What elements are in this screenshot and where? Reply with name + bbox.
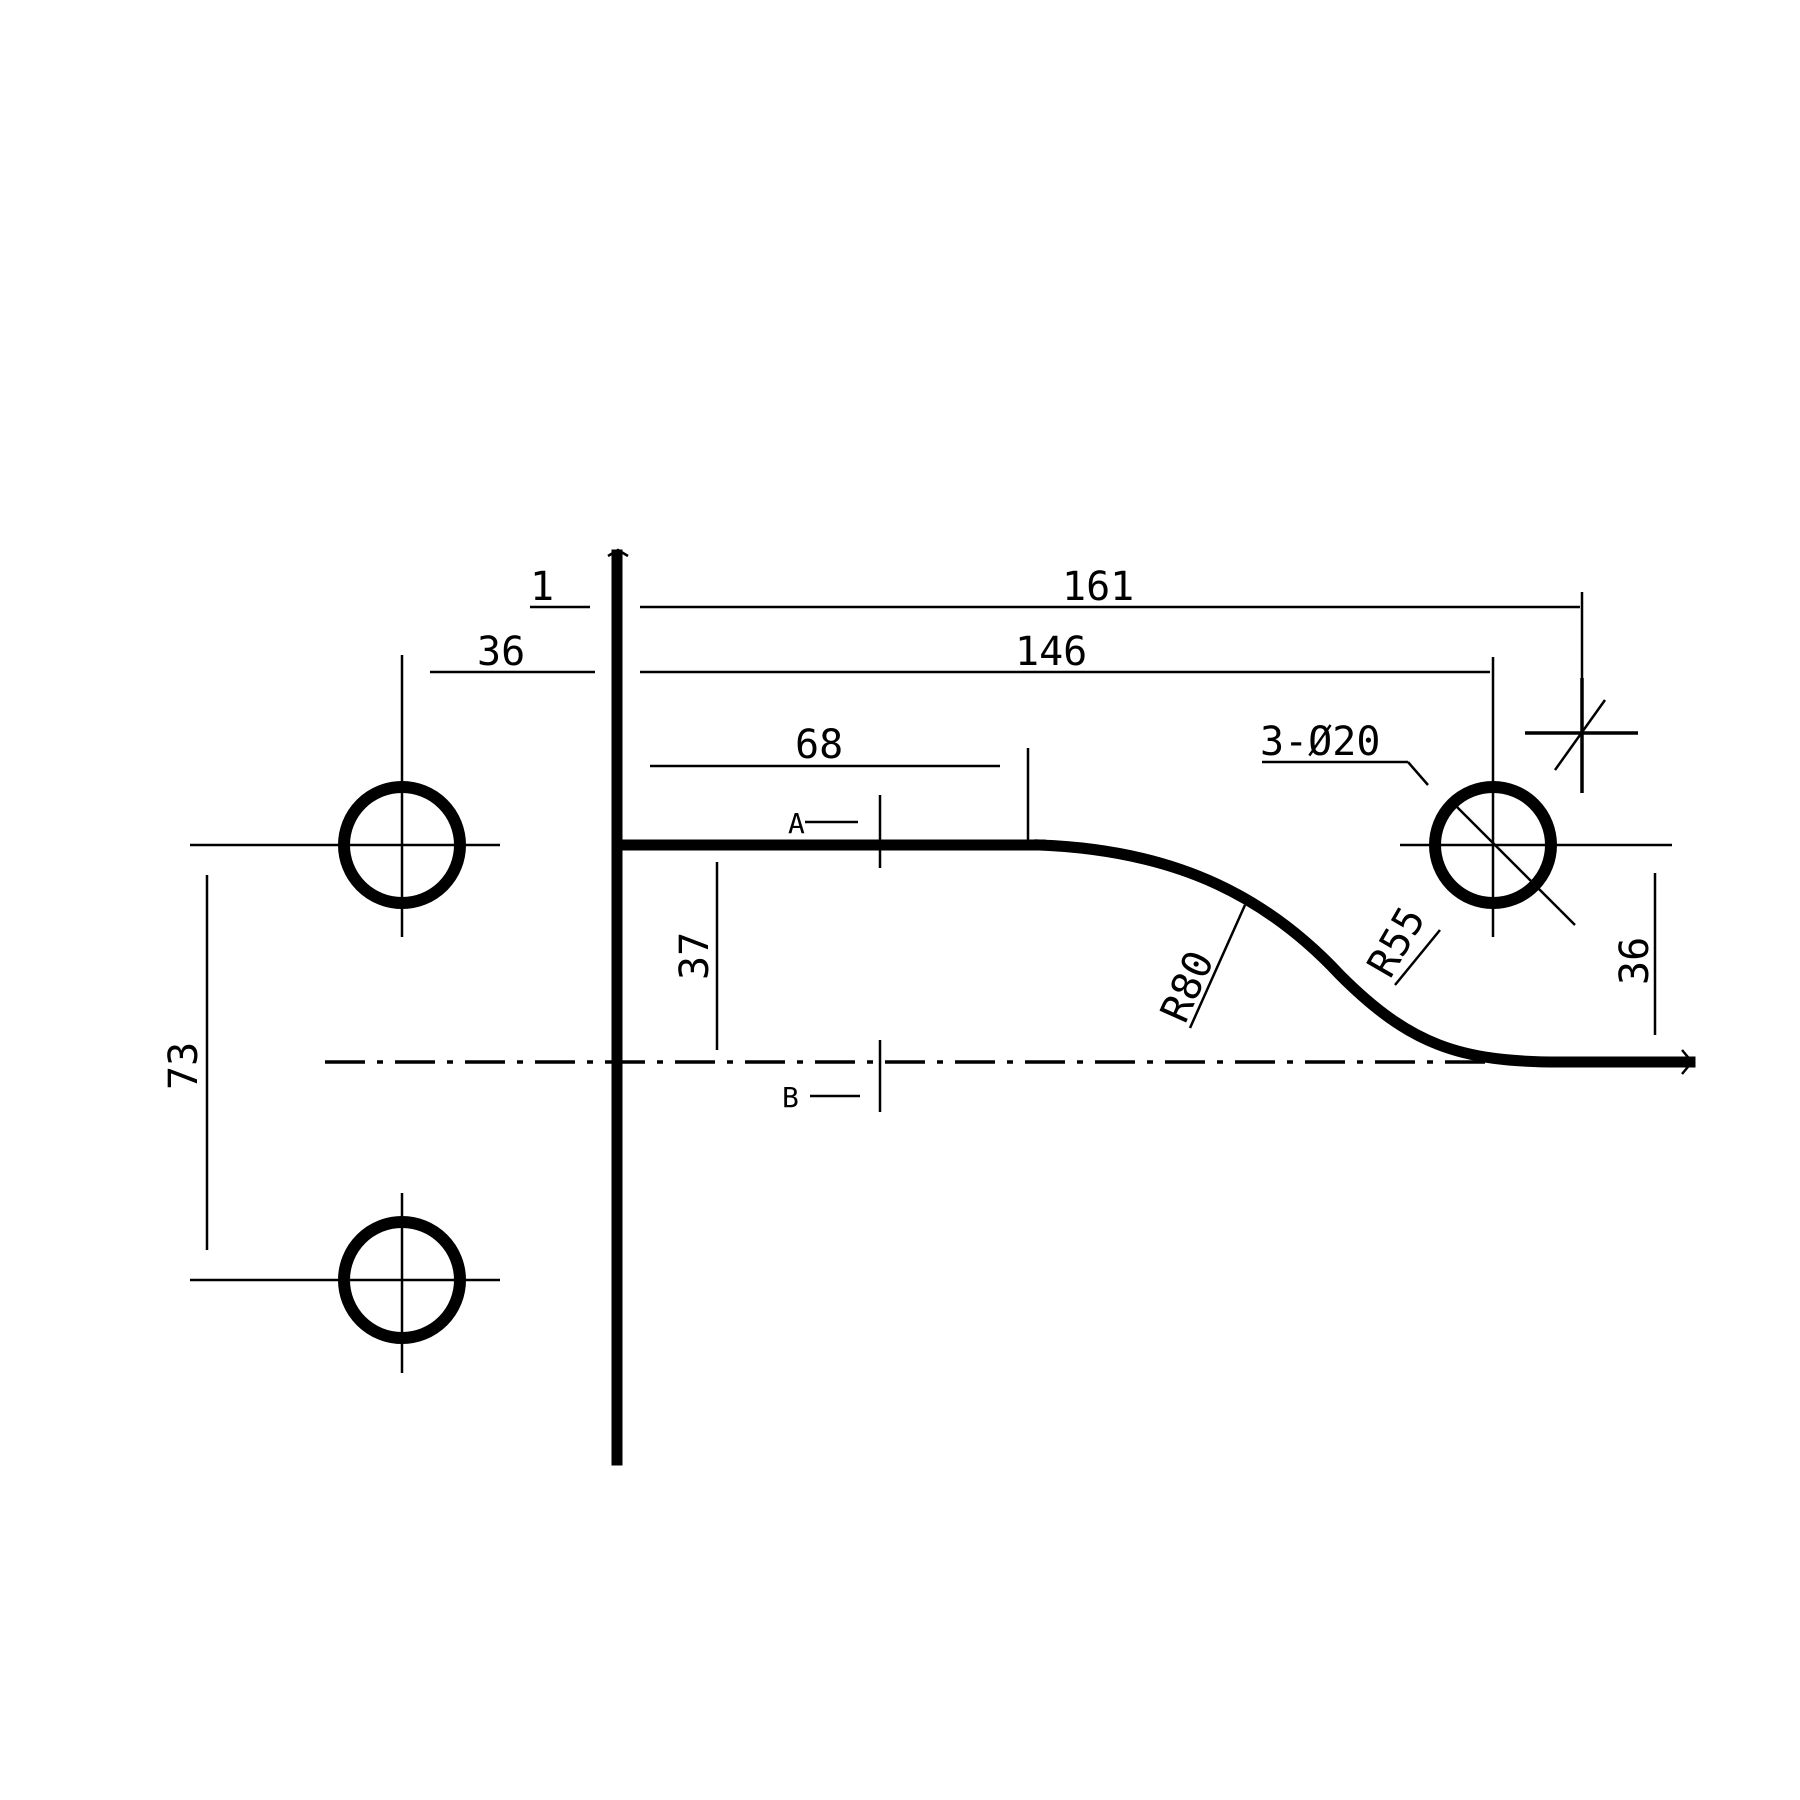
section-b-label: B — [782, 1081, 799, 1114]
dim-146-label: 146 — [1015, 629, 1087, 675]
dim-1-label: 1 — [530, 564, 554, 610]
r80-label: R80 — [1152, 944, 1223, 1029]
dim-36-top-label: 36 — [477, 629, 525, 675]
hole-callout-leader-end — [1559, 909, 1576, 926]
dim-73-label: 73 — [161, 1042, 207, 1090]
section-a-label: A — [788, 807, 805, 840]
dim-68-label: 68 — [795, 722, 843, 768]
r55-label: R55 — [1359, 899, 1435, 985]
plate-top-tick — [607, 548, 629, 558]
dim-37-label: 37 — [672, 932, 718, 980]
hole-bottom-left — [190, 1193, 500, 1373]
hole-right — [1400, 757, 1672, 937]
curved-profile — [1034, 839, 1696, 1068]
hole-top-left — [190, 757, 500, 937]
r55-leader — [1394, 929, 1441, 986]
hole-callout-label: 3-Ø20 — [1260, 719, 1380, 765]
profile-end-tick — [1681, 1049, 1694, 1075]
end-cross-marker — [1525, 678, 1638, 793]
dim-36-right-label: 36 — [1612, 937, 1658, 985]
hole-callout-leader — [1407, 761, 1429, 786]
dim-161-label: 161 — [1062, 564, 1134, 610]
r80-leader — [1188, 904, 1247, 1029]
